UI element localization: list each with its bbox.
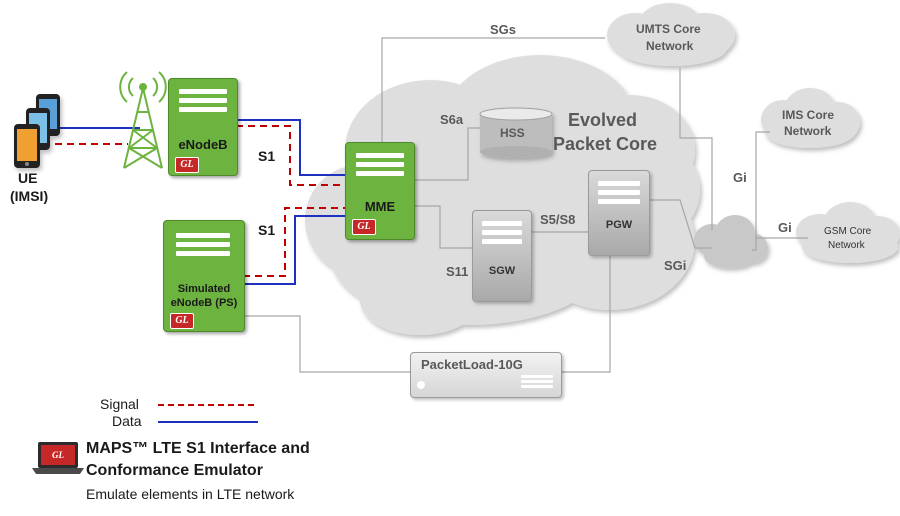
laptop-icon bbox=[32, 442, 84, 474]
gl-logo: GL bbox=[175, 157, 199, 173]
mme-label: MME bbox=[364, 199, 396, 214]
simulated-enodeb-node: Simulated eNodeB (PS) GL bbox=[163, 220, 245, 332]
s1-data-link-bottom bbox=[243, 215, 345, 285]
ue-imsi-label: (IMSI) bbox=[10, 188, 49, 204]
s1-bottom-label: S1 bbox=[258, 222, 276, 238]
product-subtitle: Emulate elements in LTE network bbox=[86, 486, 295, 502]
product-title-line1: MAPS™ LTE S1 Interface and bbox=[86, 440, 310, 457]
sgw-label: SGW bbox=[488, 265, 516, 277]
product-title-line2: Conformance Emulator bbox=[86, 462, 263, 479]
gl-logo: GL bbox=[52, 450, 64, 460]
ims-label-2: Network bbox=[784, 124, 832, 138]
s11-label: S11 bbox=[446, 264, 469, 279]
s1-signal-link-bottom bbox=[243, 207, 345, 277]
gsm-label-1: GSM Core bbox=[824, 226, 872, 237]
ims-label-1: IMS Core bbox=[782, 108, 835, 122]
gl-logo: GL bbox=[170, 313, 194, 329]
hub-cloud bbox=[694, 215, 768, 268]
gsm-cloud bbox=[796, 202, 900, 263]
sgi-label: SGi bbox=[664, 258, 687, 273]
enodeb-node: eNodeB GL bbox=[168, 78, 238, 176]
hss-label: HSS bbox=[500, 126, 525, 140]
gsm-label-2: Network bbox=[828, 240, 865, 251]
sgw-node: SGW bbox=[472, 210, 532, 302]
gi-top-label: Gi bbox=[733, 170, 747, 185]
umts-label-1: UMTS Core bbox=[636, 22, 701, 36]
epc-label-2: Packet Core bbox=[553, 134, 658, 154]
ue-label: UE bbox=[18, 170, 38, 186]
mme-node: MME GL bbox=[345, 142, 415, 240]
epc-label-1: Evolved bbox=[568, 110, 638, 130]
enodeb-label: eNodeB bbox=[178, 137, 228, 152]
umts-label-2: Network bbox=[646, 39, 694, 53]
pgw-label: PGW bbox=[605, 219, 633, 231]
simulated-enodeb-label-2: eNodeB (PS) bbox=[170, 297, 238, 309]
phone-icon bbox=[14, 94, 60, 168]
ims-cloud bbox=[761, 88, 860, 148]
legend-signal-label: Signal bbox=[100, 396, 139, 412]
s1-signal-link-top bbox=[236, 125, 345, 186]
pgw-node: PGW bbox=[588, 170, 650, 256]
s5s8-label: S5/S8 bbox=[540, 212, 576, 227]
simulated-enodeb-label-1: Simulated bbox=[177, 283, 231, 295]
grey-links bbox=[243, 37, 808, 373]
packetload-label: PacketLoad-10G bbox=[421, 357, 523, 372]
sgs-label: SGs bbox=[490, 22, 517, 37]
legend-data-label: Data bbox=[112, 413, 142, 429]
umts-cloud bbox=[607, 3, 735, 66]
s1-data-link-top bbox=[236, 119, 345, 176]
s1-top-label: S1 bbox=[258, 148, 276, 164]
radio-tower-icon bbox=[119, 71, 167, 169]
power-led bbox=[417, 381, 425, 389]
packetload-appliance: PacketLoad-10G bbox=[410, 352, 562, 398]
gi-right-label: Gi bbox=[778, 220, 792, 235]
hss-database bbox=[479, 107, 553, 158]
s6a-label: S6a bbox=[440, 112, 464, 127]
gl-logo: GL bbox=[352, 219, 376, 235]
